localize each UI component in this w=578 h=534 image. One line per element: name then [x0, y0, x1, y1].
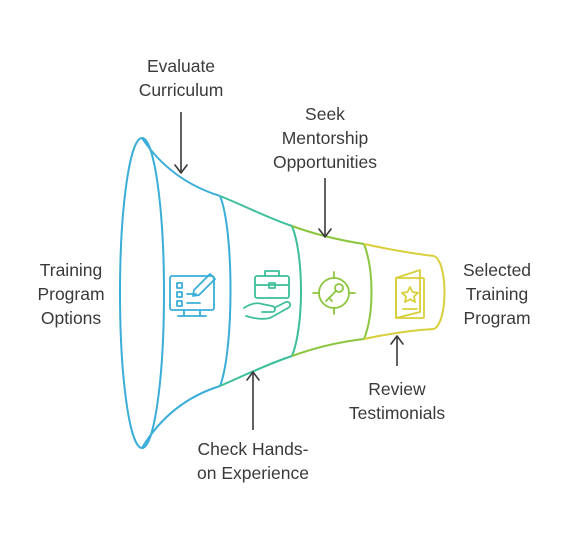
end-label-line: Training: [466, 284, 529, 304]
hand-briefcase-icon: [243, 270, 292, 320]
target-key-icon: [312, 271, 356, 315]
start-label-line: Program: [37, 284, 104, 304]
stage-label-line: Check Hands-: [198, 439, 309, 459]
funnel-segment-evaluate-curriculum: [119, 137, 232, 449]
end-label-line: Program: [463, 308, 530, 328]
stage-label-line: Testimonials: [349, 403, 446, 423]
stage-label-line: on Experience: [197, 463, 309, 483]
stage-label-line: Seek: [305, 104, 345, 124]
start-label-line: Training: [40, 260, 103, 280]
stage-label-line: Mentorship: [282, 128, 369, 148]
stage-label-review-testimonials: Review Testimonials: [349, 379, 446, 423]
arrow-evaluate-curriculum: [174, 112, 188, 174]
stage-label-line: Review: [368, 379, 426, 399]
checklist-monitor-icon: [169, 273, 216, 317]
stage-label-line: Opportunities: [273, 152, 377, 172]
funnel-segment-check-hands-on-experience: [219, 195, 302, 387]
funnel-segments: [119, 137, 446, 449]
arrow-review-testimonials: [390, 335, 404, 366]
stage-label-line: Curriculum: [139, 80, 224, 100]
star-booklet-icon: [395, 269, 425, 319]
funnel-segment-seek-mentorship: [291, 225, 373, 357]
funnel-segment-review-testimonials: [363, 243, 446, 340]
start-label: Training Program Options: [37, 260, 104, 328]
end-label: Selected Training Program: [463, 260, 531, 328]
start-label-line: Options: [41, 308, 102, 328]
stage-label-check-hands-on: Check Hands- on Experience: [197, 439, 309, 483]
arrow-seek-mentorship: [318, 178, 332, 238]
end-label-line: Selected: [463, 260, 531, 280]
stage-label-line: Evaluate: [147, 56, 215, 76]
stage-label-seek-mentorship: Seek Mentorship Opportunities: [273, 104, 377, 172]
stage-label-evaluate-curriculum: Evaluate Curriculum: [139, 56, 224, 100]
arrow-check-hands-on: [246, 371, 260, 430]
